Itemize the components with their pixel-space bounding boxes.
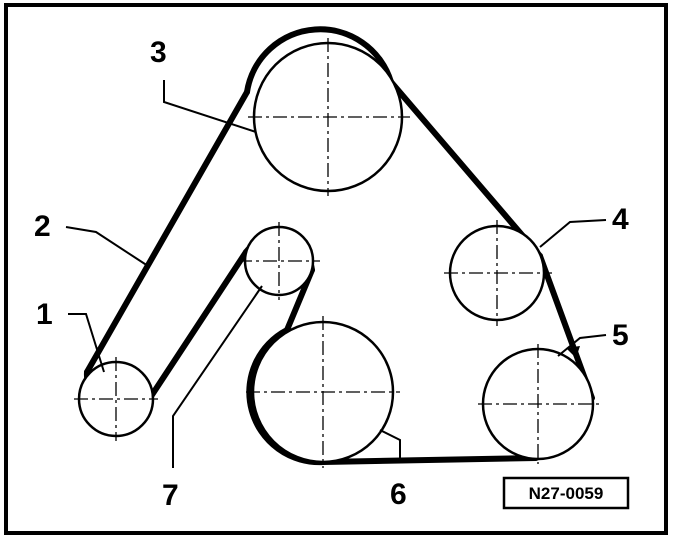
belt-wrap-top	[244, 26, 394, 95]
leader-5	[557, 334, 607, 357]
callout-3: 3	[150, 36, 167, 69]
leader-lines	[65, 80, 607, 468]
callout-1: 1	[36, 298, 53, 331]
pulley-5	[478, 344, 600, 464]
callout-5: 5	[612, 319, 629, 352]
pulley-3	[248, 38, 410, 196]
belt-wrap-six	[246, 327, 326, 466]
leader-4	[539, 219, 607, 248]
tensioner-mark	[566, 346, 580, 358]
callout-4: 4	[612, 203, 629, 236]
outer-frame	[4, 3, 668, 535]
reference-code-box: N27-0059	[502, 476, 630, 510]
callout-7: 7	[162, 479, 179, 512]
pulley-4	[444, 220, 552, 326]
leader-7	[172, 285, 263, 468]
belt-run-left	[84, 89, 250, 375]
callout-6: 6	[390, 478, 407, 511]
leader-3	[163, 80, 257, 133]
reference-code-text: N27-0059	[529, 484, 604, 503]
pulley-1	[74, 357, 158, 441]
leader-1	[68, 313, 105, 373]
belt-run-right-upper	[388, 79, 543, 259]
pulley-7	[238, 222, 320, 300]
belt-run-bottom	[320, 455, 539, 465]
callout-2: 2	[34, 210, 51, 243]
leader-6	[379, 429, 401, 462]
pulley-6	[246, 316, 400, 468]
leader-2	[65, 226, 149, 267]
belt-run-seven-one	[143, 249, 249, 407]
